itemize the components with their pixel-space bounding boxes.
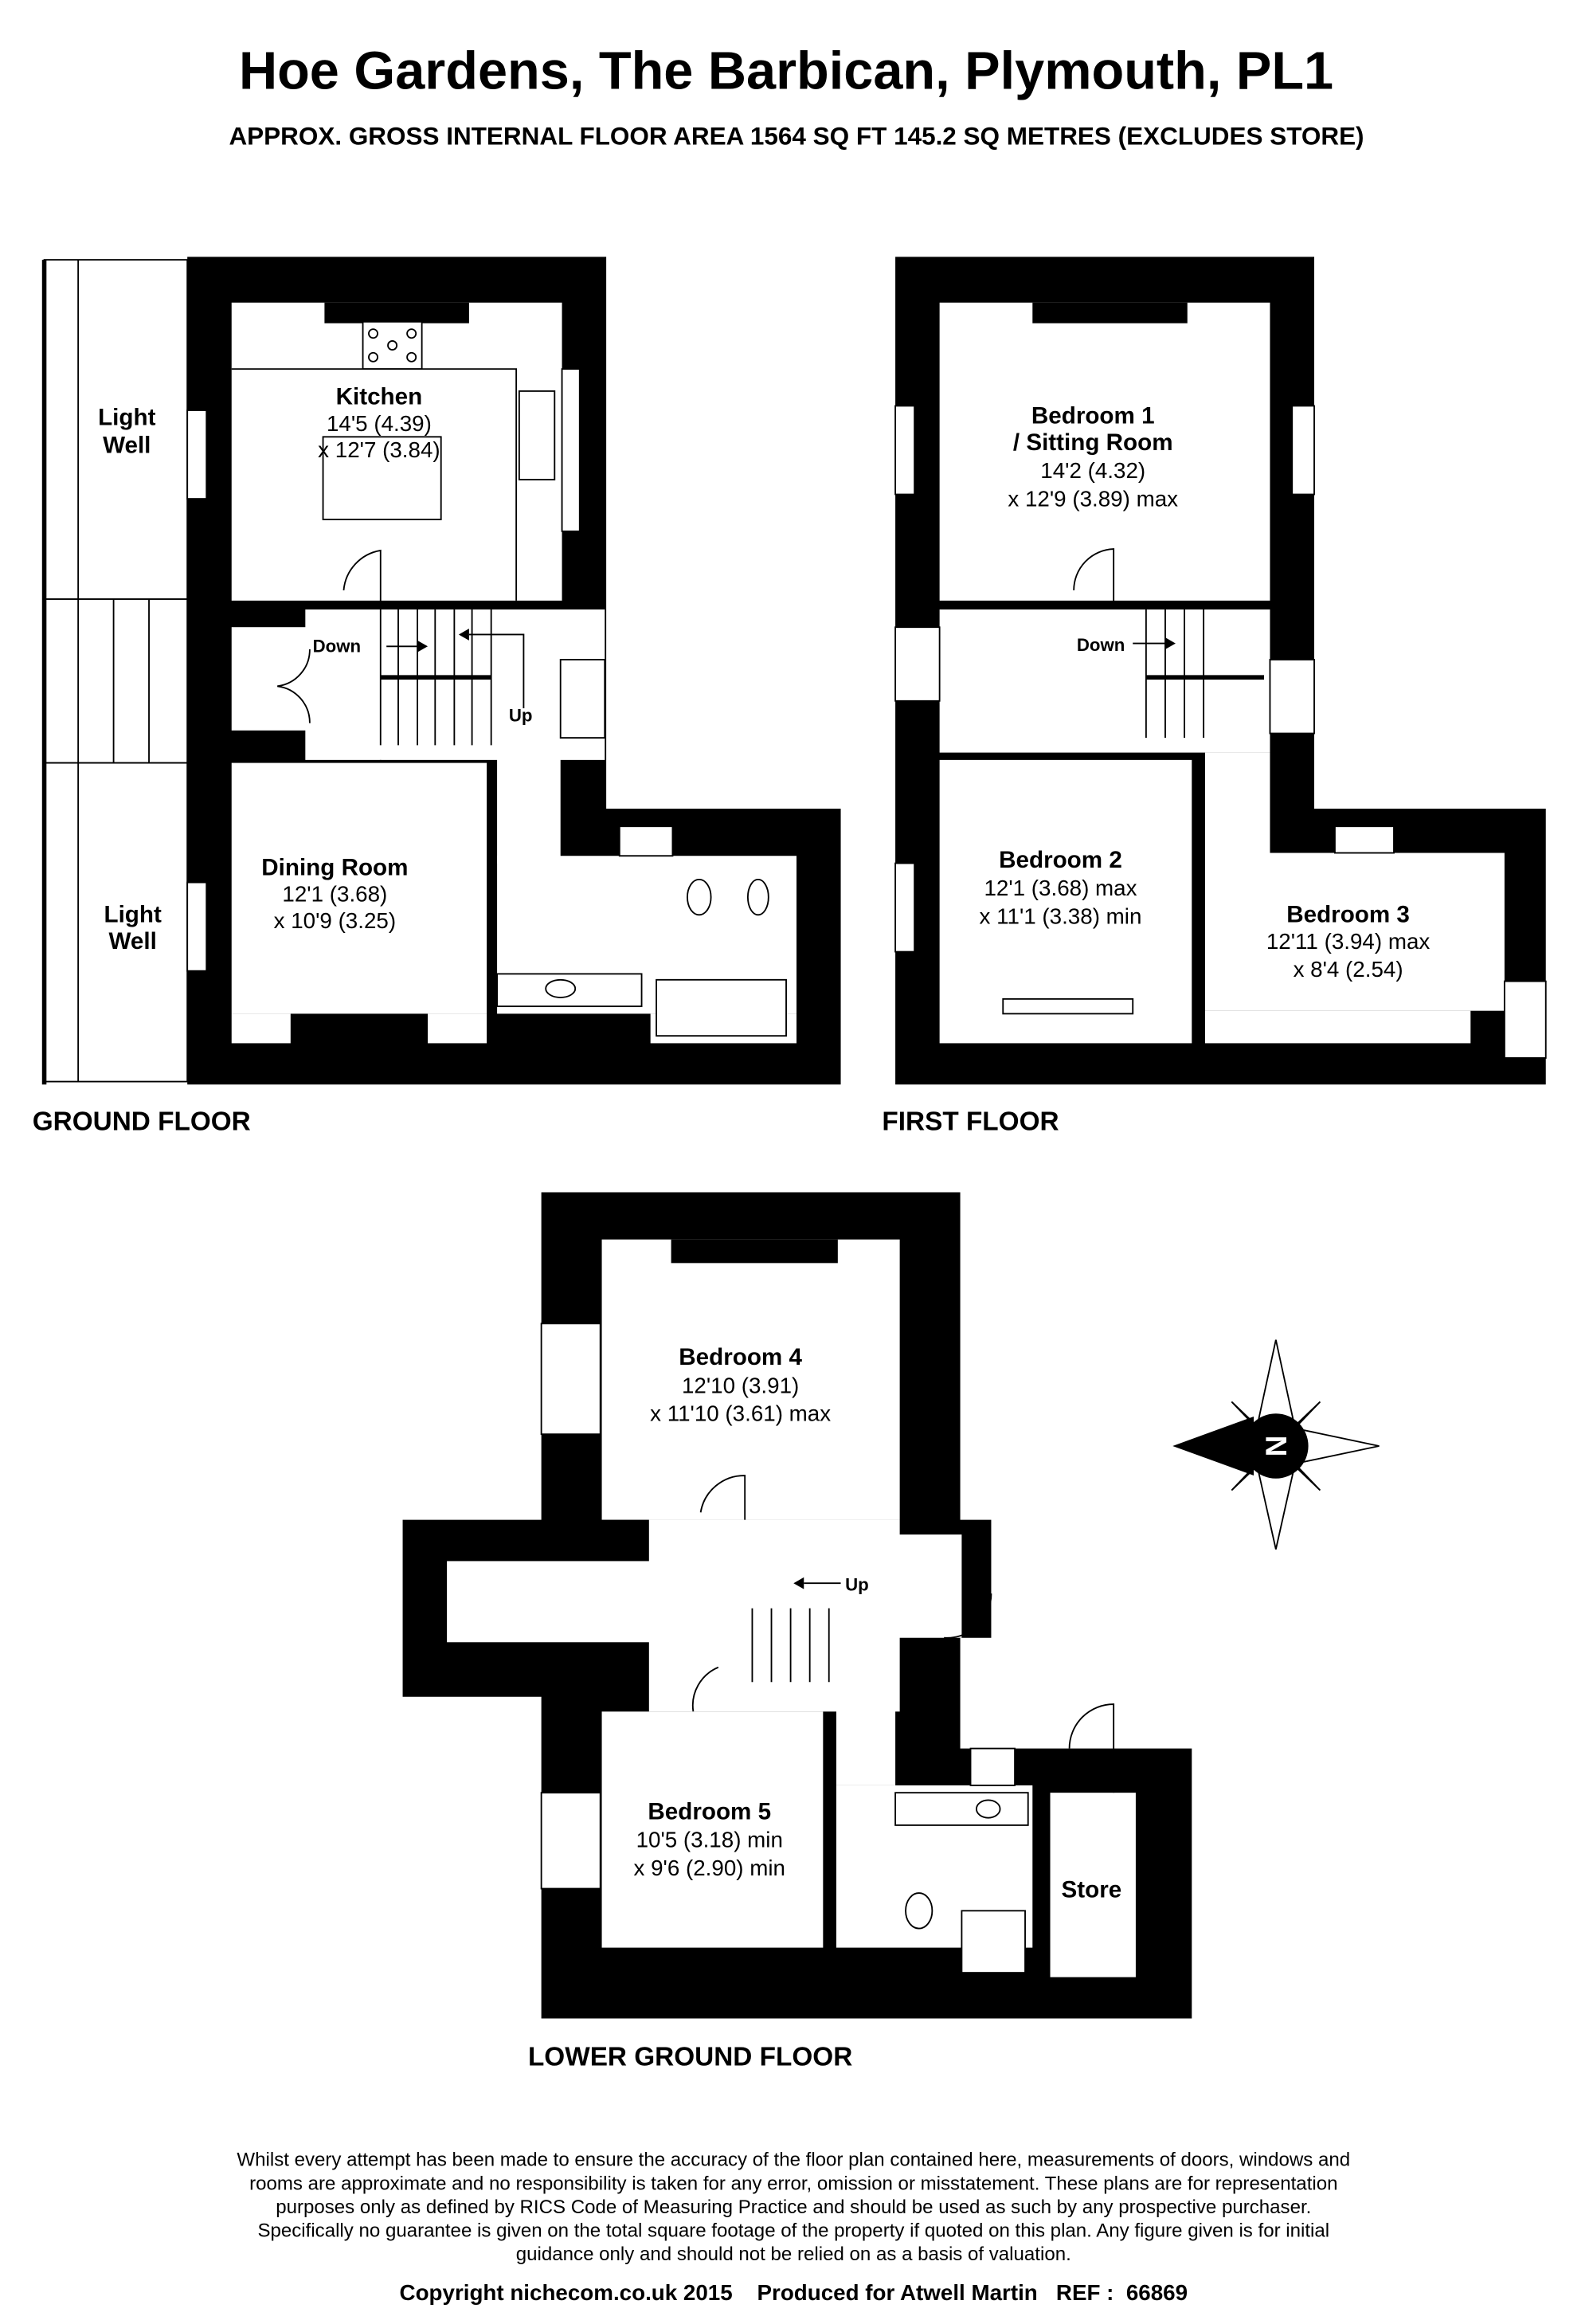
window <box>186 410 208 500</box>
light-well-2-label-2: Well <box>108 928 156 954</box>
first-floor-plan: Down Bedroom 1 / Sitting Room 14'2 (4.32… <box>882 257 1547 1137</box>
light-well-2-label: Light <box>104 902 161 928</box>
window <box>561 368 581 532</box>
disclaimer-line: guidance only and should not be relied o… <box>516 2244 1071 2265</box>
bedroom-1-label-2: / Sitting Room <box>1013 429 1173 456</box>
bidet-icon <box>746 878 769 916</box>
bedroom-3 <box>1204 852 1505 1011</box>
disclaimer-line: purposes only as defined by RICS Code of… <box>276 2197 1311 2218</box>
bedroom-4-label: Bedroom 4 <box>679 1344 802 1370</box>
ground-floor-label: GROUND FLOOR <box>33 1107 251 1137</box>
compass-north-label: N <box>1259 1436 1293 1457</box>
bedroom-1-dim1: 14'2 (4.32) <box>1040 458 1145 483</box>
bedroom-5-dim2: x 9'6 (2.90) min <box>633 1856 785 1880</box>
toilet-icon <box>905 1892 933 1930</box>
corridor <box>497 745 561 864</box>
window <box>894 862 916 953</box>
stairs-down-label: Down <box>313 637 361 656</box>
kitchen-label: Kitchen <box>336 384 423 410</box>
lower-stairs-up-label: Up <box>845 1574 869 1594</box>
floor-area-subtitle: APPROX. GROSS INTERNAL FLOOR AREA 1564 S… <box>229 123 1364 151</box>
bedroom-5 <box>601 1711 824 1948</box>
store-label: Store <box>1062 1877 1122 1903</box>
bedroom-2-label: Bedroom 2 <box>999 847 1122 873</box>
bedroom-3-dim1: 12'11 (3.94) max <box>1266 929 1431 954</box>
window <box>540 1792 601 1890</box>
bedroom-1-dim2: x 12'9 (3.89) max <box>1008 486 1178 511</box>
sink-icon <box>518 390 556 480</box>
light-well-2 <box>43 762 189 1083</box>
kitchen-island <box>322 436 442 520</box>
bedroom-5-label: Bedroom 5 <box>648 1799 771 1825</box>
window <box>1503 980 1547 1059</box>
dining-dim1: 12'1 (3.68) <box>282 882 387 907</box>
bedroom-1-label: Bedroom 1 <box>1031 403 1155 429</box>
store <box>1050 1793 1136 1977</box>
landing <box>939 609 1270 753</box>
window <box>1291 405 1315 496</box>
lower-ground-floor-label: LOWER GROUND FLOOR <box>528 2043 852 2072</box>
dining-room-label: Dining Room <box>261 854 408 880</box>
bedroom-2 <box>939 759 1192 1044</box>
lower-ground-floor-plan: Up Bedroom 4 12'10 (3.91) x 11'10 (3.61)… <box>402 1192 1192 2072</box>
disclaimer: Whilst every attempt has been made to en… <box>237 2150 1350 2266</box>
kitchen-dim2: x 12'7 (3.84) <box>318 437 440 462</box>
first-floor-label: FIRST FLOOR <box>882 1107 1059 1137</box>
toilet-icon <box>687 878 712 916</box>
window <box>186 881 208 972</box>
bath-icon <box>656 978 787 1037</box>
kitchen-dim1: 14'5 (4.39) <box>327 411 432 436</box>
compass-icon: N <box>1172 1339 1380 1550</box>
bedroom-2-dim1: 12'1 (3.68) max <box>984 876 1137 900</box>
stairs-up-label: Up <box>509 706 533 726</box>
window <box>540 1323 601 1436</box>
ground-floor-plan: Down Up Light Well Light Well Kitchen 14… <box>33 257 841 1137</box>
light-well-1-label: Light <box>98 404 155 430</box>
window <box>894 405 916 496</box>
copyright-footer: Copyright nichecom.co.uk 2015 Produced f… <box>400 2280 1188 2305</box>
bedroom-3-dim2: x 8'4 (2.54) <box>1294 957 1403 982</box>
dining-room <box>231 762 487 1014</box>
bedroom-4 <box>601 1239 900 1520</box>
disclaimer-line: Specifically no guarantee is given on th… <box>257 2220 1329 2242</box>
light-well-1 <box>43 259 189 600</box>
disclaimer-line: rooms are approximate and no responsibil… <box>249 2173 1337 2194</box>
bedroom-4-dim2: x 11'10 (3.61) max <box>650 1401 831 1426</box>
shower-icon <box>961 1910 1026 1974</box>
bedroom-2-dim2: x 11'1 (3.38) min <box>980 903 1142 928</box>
bedroom-5-dim1: 10'5 (3.18) min <box>636 1828 783 1852</box>
page-title: Hoe Gardens, The Barbican, Plymouth, PL1 <box>239 41 1333 100</box>
entrance-steps <box>43 598 189 764</box>
light-well-1-label-2: Well <box>103 433 151 459</box>
bedroom-3-label: Bedroom 3 <box>1286 902 1410 928</box>
first-stairs-down-label: Down <box>1077 635 1125 655</box>
dining-dim2: x 10'9 (3.25) <box>274 908 396 933</box>
window <box>559 659 606 739</box>
disclaimer-line: Whilst every attempt has been made to en… <box>237 2150 1350 2171</box>
corridor <box>836 1534 896 1785</box>
bedroom-4-dim1: 12'10 (3.91) <box>682 1373 799 1397</box>
